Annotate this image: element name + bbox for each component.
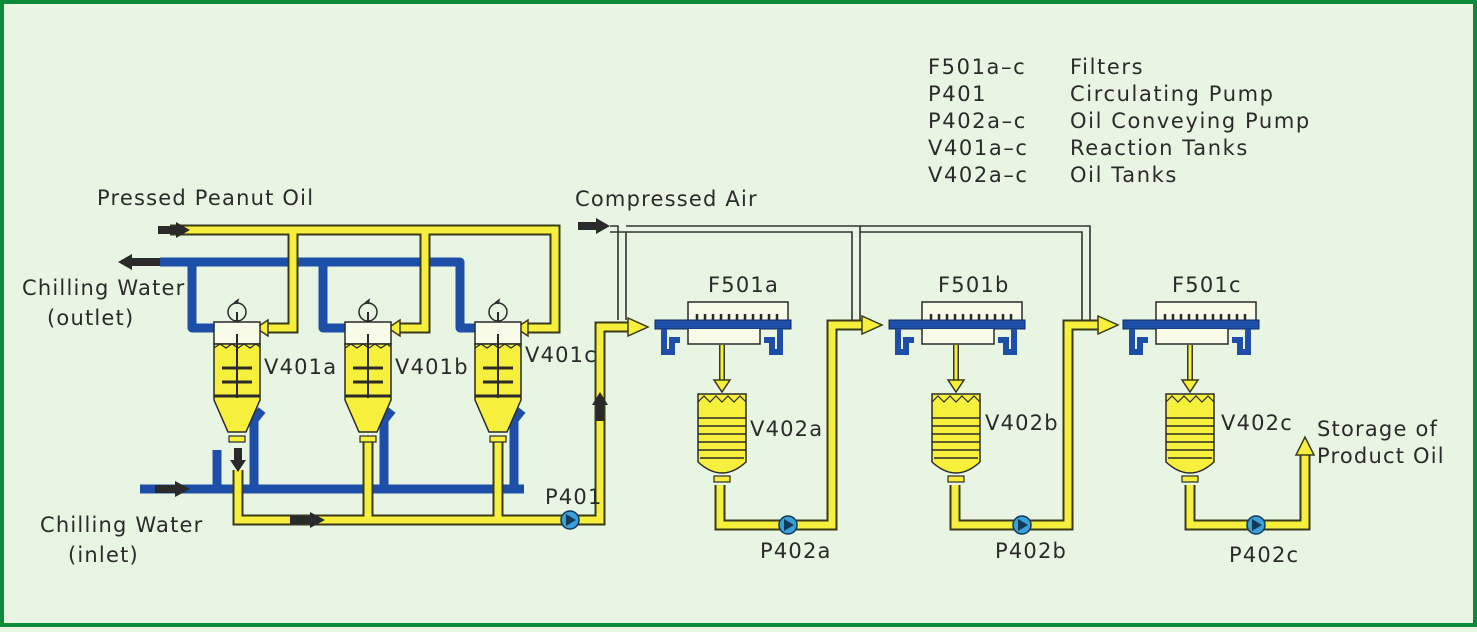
label-chilling-outlet-line1: Chilling Water xyxy=(22,276,186,300)
label-p402b: P402b xyxy=(995,539,1067,563)
label-f501b: F501b xyxy=(938,273,1010,297)
label-chilling-inlet-line1: Chilling Water xyxy=(40,513,204,537)
legend-desc-4: Oil Tanks xyxy=(1070,163,1178,187)
arrow-tank-drain xyxy=(230,448,246,472)
filter-f501a xyxy=(654,301,792,355)
pump-p402c xyxy=(1246,515,1266,535)
pump-p402a xyxy=(778,515,798,535)
label-storage-line1: Storage of xyxy=(1317,417,1438,441)
label-pressed-peanut-oil: Pressed Peanut Oil xyxy=(97,186,314,210)
oil-tank-v402c xyxy=(1165,393,1215,483)
legend-desc-3: Reaction Tanks xyxy=(1070,136,1249,160)
legend-desc-1: Circulating Pump xyxy=(1070,82,1275,106)
label-compressed-air: Compressed Air xyxy=(575,187,758,211)
label-chilling-outlet-line2: (outlet) xyxy=(47,306,134,330)
oil-flow-arrows xyxy=(254,314,1316,456)
legend-code-4: V402a–c xyxy=(928,163,1029,187)
label-v402c: V402c xyxy=(1221,411,1293,435)
pump-p401 xyxy=(560,510,580,530)
flow-direction-arrows xyxy=(118,218,610,528)
arrow-pressed-oil-in xyxy=(158,222,190,238)
pump-p402b xyxy=(1012,515,1032,535)
reaction-tank-v401a xyxy=(213,299,261,443)
legend-code-1: P401 xyxy=(928,82,987,106)
label-p402c: P402c xyxy=(1229,543,1299,567)
filter-f501c xyxy=(1122,301,1260,355)
arrow-air-in xyxy=(578,218,610,234)
label-p401: P401 xyxy=(545,485,603,509)
reaction-tank-v401c xyxy=(474,299,522,443)
filter-f501b xyxy=(888,301,1026,355)
label-chilling-inlet-line2: (inlet) xyxy=(68,543,139,567)
arrow-chilling-in xyxy=(155,481,190,497)
legend-desc-0: Filters xyxy=(1070,55,1144,79)
arrow-chilling-out xyxy=(118,254,160,270)
label-v402b: V402b xyxy=(985,411,1059,435)
chilling-water-piping xyxy=(140,257,526,494)
oil-piping xyxy=(170,224,1311,531)
label-v401a: V401a xyxy=(264,355,337,379)
legend-code-0: F501a–c xyxy=(928,55,1026,79)
arrow-oil-return xyxy=(290,512,325,528)
reaction-tank-v401b xyxy=(344,299,392,443)
compressed-air-piping xyxy=(610,225,1091,320)
label-f501a: F501a xyxy=(708,273,779,297)
label-storage-line2: Product Oil xyxy=(1317,444,1445,468)
legend-desc-2: Oil Conveying Pump xyxy=(1070,109,1311,133)
label-v401b: V401b xyxy=(395,355,469,379)
arrow-riser xyxy=(592,392,608,421)
label-v402a: V402a xyxy=(750,417,823,441)
label-v401c: V401c xyxy=(525,343,597,367)
label-p402a: P402a xyxy=(760,539,832,563)
label-f501c: F501c xyxy=(1172,273,1242,297)
oil-tank-v402a xyxy=(697,393,747,483)
legend-code-3: V401a–c xyxy=(928,136,1029,160)
legend: F501a–c Filters P401 Circulating Pump P4… xyxy=(928,55,1311,187)
legend-code-2: P402a–c xyxy=(928,109,1027,133)
oil-tank-v402b xyxy=(931,393,981,483)
